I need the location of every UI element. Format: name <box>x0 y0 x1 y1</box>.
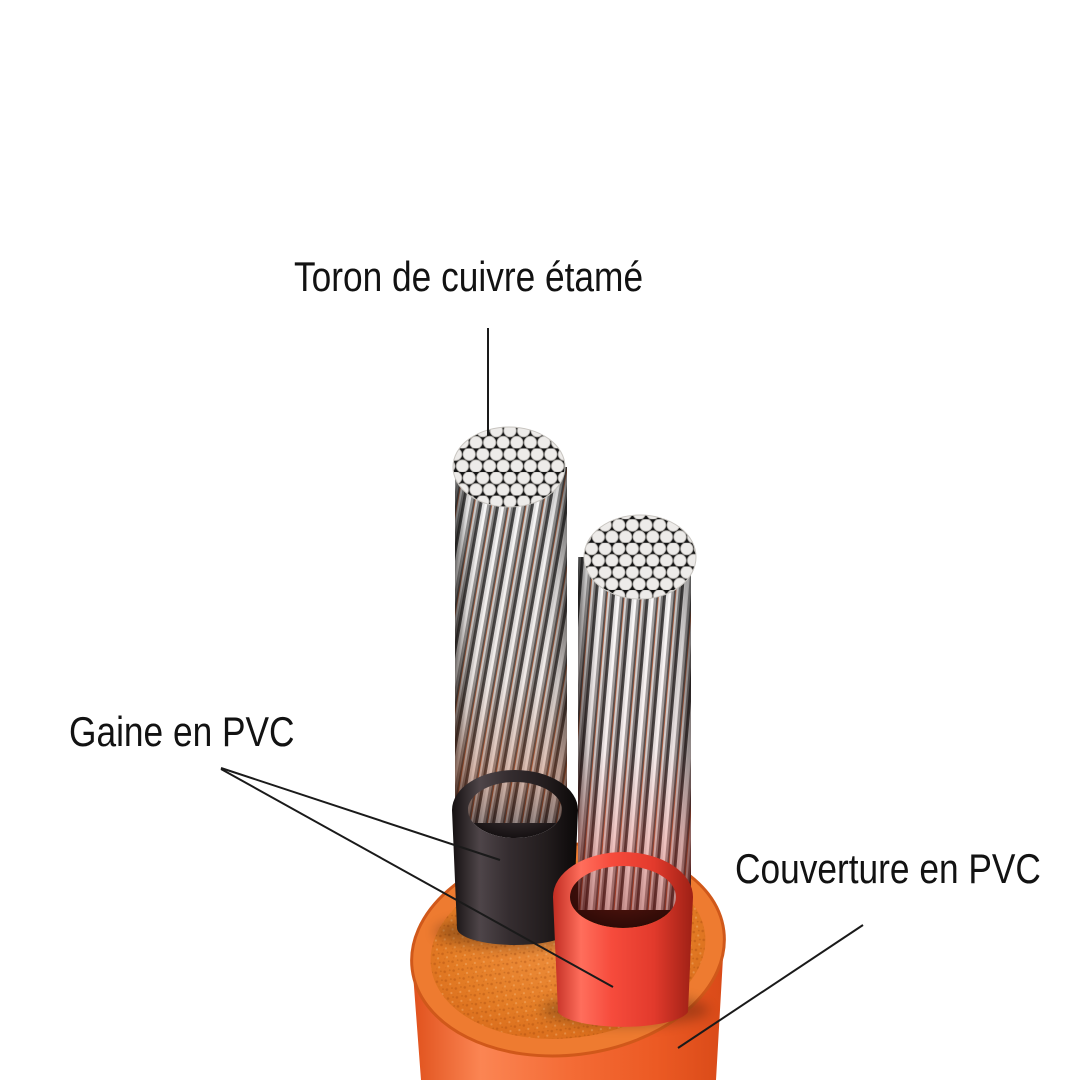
label-tinned-copper-strand: Toron de cuivre étamé <box>294 253 644 300</box>
leader-line-sheath-black <box>220 767 501 861</box>
leader-line-cover <box>677 924 864 1049</box>
left-conductor <box>452 426 578 945</box>
label-pvc-cover: Couverture en PVC <box>735 845 1041 892</box>
right-strand-bundle <box>578 514 697 910</box>
right-strand-cut-face <box>583 514 697 600</box>
leader-line-sheath-red <box>220 768 614 988</box>
right-conductor <box>553 514 697 1027</box>
red-pvc-sheath <box>553 852 693 1027</box>
leader-lines <box>220 328 864 1049</box>
left-strand-bundle <box>452 426 567 823</box>
black-pvc-sheath <box>452 770 578 945</box>
label-pvc-sheath: Gaine en PVC <box>69 708 295 755</box>
left-strand-cut-face <box>452 426 566 508</box>
